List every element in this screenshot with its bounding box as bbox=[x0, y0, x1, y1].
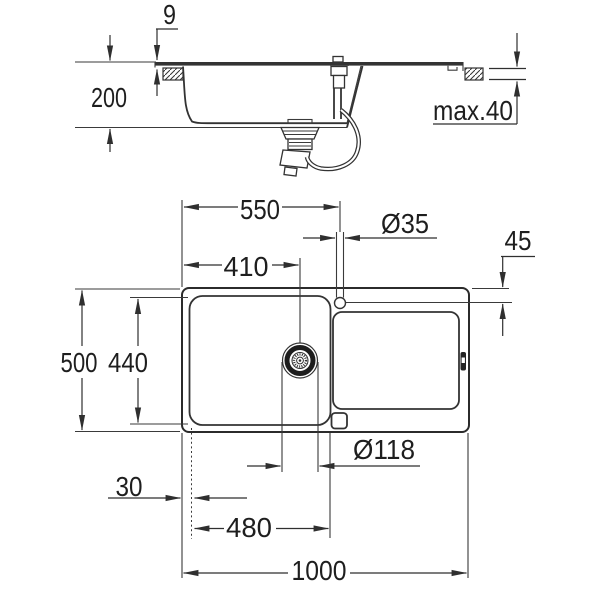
dim-rim-height: 9 bbox=[153, 0, 178, 96]
dim-faucet-hole-diameter: Ø35 bbox=[303, 208, 437, 298]
dim-label-410: 410 bbox=[224, 251, 269, 282]
dim-drain-from-left: 410 bbox=[183, 251, 301, 343]
dim-label-1000: 1000 bbox=[292, 555, 347, 586]
dim-countertop-thickness: max.40 bbox=[433, 33, 526, 126]
dim-label-550: 550 bbox=[240, 194, 280, 225]
dim-label-max40: max.40 bbox=[433, 95, 513, 126]
overflow-assembly bbox=[304, 55, 361, 172]
sink-rim-section bbox=[155, 62, 463, 66]
rim-right-lip bbox=[447, 65, 458, 71]
drain-outlet bbox=[283, 166, 298, 177]
countertop-hatch-right bbox=[464, 67, 484, 81]
dim-label-45: 45 bbox=[505, 225, 532, 256]
sink-outline bbox=[181, 287, 470, 433]
dim-label-500: 500 bbox=[61, 347, 98, 378]
dim-label-480: 480 bbox=[226, 512, 272, 543]
faucet-hole bbox=[333, 296, 347, 310]
dim-label-440: 440 bbox=[108, 347, 148, 378]
dim-bowl-depth: 200 bbox=[75, 35, 156, 152]
dim-bowl-inner-width: 480 bbox=[193, 433, 331, 543]
dim-label-118: Ø118 bbox=[353, 434, 415, 465]
dim-overall-width: 1000 bbox=[182, 433, 469, 586]
dim-drain-diameter: Ø118 bbox=[247, 362, 420, 472]
dim-rim-to-bowl-left: 30 bbox=[108, 428, 247, 578]
dim-label-200: 200 bbox=[91, 82, 127, 113]
drain-assembly bbox=[279, 126, 320, 177]
bowl-outline bbox=[188, 295, 332, 426]
drainboard-outline bbox=[332, 311, 460, 410]
drain-elbow bbox=[279, 149, 311, 169]
drain-plan bbox=[281, 342, 319, 379]
dim-label-35: Ø35 bbox=[381, 208, 429, 239]
dim-faucet-from-left: 550 bbox=[181, 194, 341, 287]
dim-label-30: 30 bbox=[116, 471, 143, 502]
dim-label-9: 9 bbox=[163, 0, 176, 30]
dim-bowl-inner-depth: 440 bbox=[108, 296, 188, 425]
strainer-flange-top bbox=[287, 118, 313, 124]
bowl-profile-inner bbox=[182, 66, 347, 125]
side-view: 9 200 max.40 bbox=[75, 0, 526, 177]
countertop-hatch-left bbox=[162, 67, 184, 81]
waste-actuator bbox=[330, 412, 348, 430]
plan-view: 550 Ø35 45 410 bbox=[61, 194, 535, 586]
dim-overall-depth: 500 bbox=[61, 288, 180, 433]
dim-faucet-from-top: 45 bbox=[346, 225, 535, 336]
